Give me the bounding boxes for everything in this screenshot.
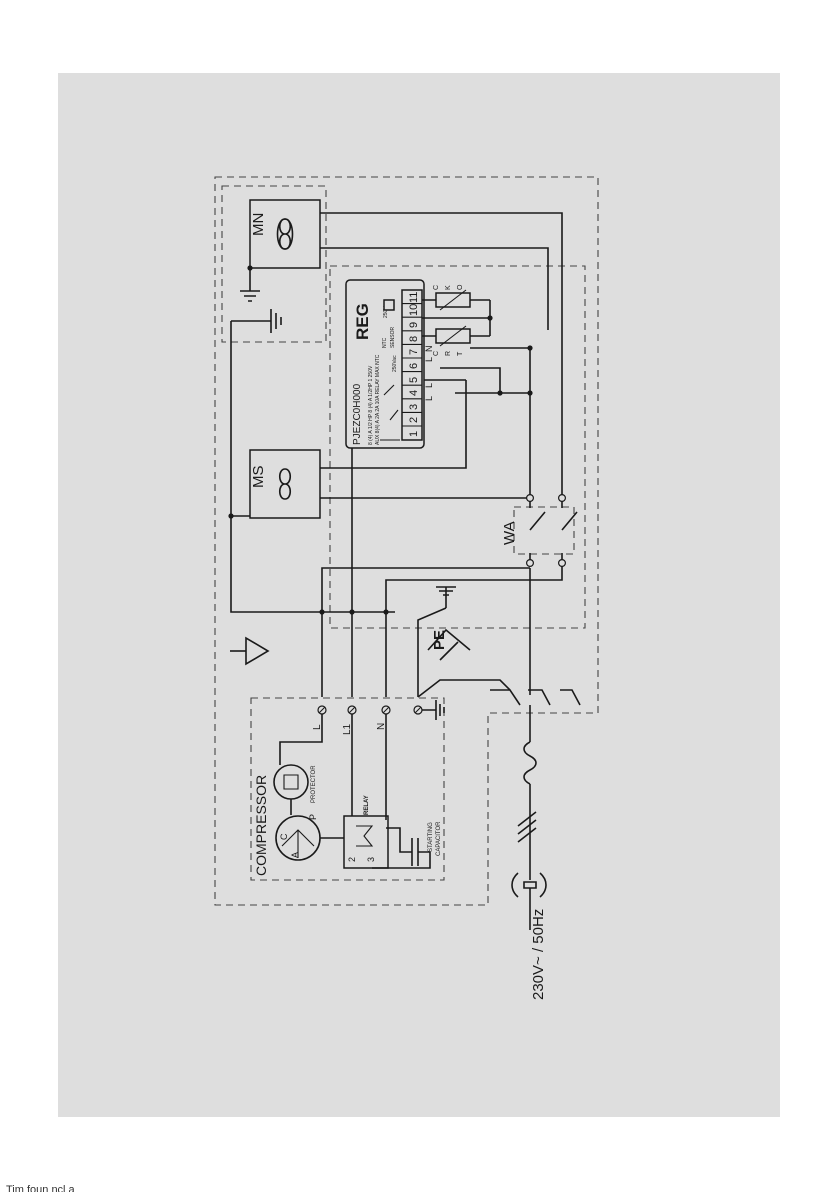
controller-rating-6: 250Vac — [392, 355, 398, 372]
controller-box: 11 10 9 8 7 6 5 4 3 2 1 REG PJEZC0H000 8… — [346, 280, 424, 448]
terminal-2: 2 — [408, 417, 420, 423]
starting-capacitor-label-2: CAPACITOR — [436, 821, 442, 856]
footer-clip: Tim foun ncl a — [0, 1180, 840, 1192]
mn-label: MN — [250, 213, 267, 236]
equipotential-icon — [230, 638, 268, 664]
ctrl-bottom-l-3: L — [424, 357, 434, 362]
motor-a-label: A — [290, 852, 300, 858]
sensor-bottom-t: T — [457, 351, 464, 356]
sensor-bottom-c: C — [433, 351, 440, 356]
relay-3-label: 3 — [366, 857, 376, 862]
compressor-internals — [274, 714, 430, 868]
protector-label: PROTECTOR — [311, 765, 317, 803]
controller-model: PJEZC0H000 — [352, 383, 363, 445]
terminal-10: 10 — [408, 304, 420, 316]
footer-text: Tim foun ncl a — [6, 1184, 75, 1192]
wa-label: WA — [501, 521, 518, 545]
terminal-9: 9 — [408, 322, 420, 328]
terminal-5: 5 — [408, 377, 420, 383]
terminal-1: 1 — [408, 431, 420, 437]
terminal-3: 3 — [408, 404, 420, 410]
terminal-7: 7 — [408, 349, 420, 355]
sensor-top-k: K — [445, 285, 452, 290]
sensor-top-o: O — [457, 284, 464, 290]
fan-ms: MS — [250, 450, 320, 518]
pe-label: PE — [431, 630, 448, 650]
controller-brand: REG — [353, 303, 372, 340]
supply-label: 230V~ / 50Hz — [530, 909, 547, 1000]
ground-top — [231, 309, 281, 333]
relay-2-label: 2 — [347, 857, 357, 862]
controller-rating-4: NTC — [382, 337, 388, 348]
controller-rating-1: 8 (4) A 1/2 HP 8 (4) A 1/2HP 1 250V — [368, 365, 374, 445]
controller-rating-2: AUX 8(4) A 2A 2A 10A RELAY MAX NTC — [375, 354, 381, 445]
terminal-strip: 11 10 9 8 7 6 5 4 3 2 1 — [402, 290, 422, 440]
ms-label: MS — [250, 466, 267, 489]
ground-mn — [240, 268, 260, 301]
starting-capacitor-label-1: STARTING — [428, 822, 434, 852]
motor-c-label: C — [279, 833, 289, 840]
ground-pe — [436, 587, 456, 608]
protector-icon — [274, 765, 308, 799]
terminal-11: 11 — [408, 292, 420, 303]
relay-label: RELAY — [364, 795, 370, 815]
sensor-top-c: C — [433, 285, 440, 290]
terminal-8: 8 — [408, 336, 420, 342]
terminal-6: 6 — [408, 363, 420, 369]
compressor-label: COMPRESSOR — [253, 775, 269, 876]
terminal-4: 4 — [408, 390, 420, 396]
motor-p-label: P — [308, 814, 318, 820]
controller-rating-5: SENSOR — [390, 326, 396, 348]
ctrl-bottom-l-1: L — [424, 396, 434, 401]
compressor-terminals — [318, 706, 422, 714]
sensors: C K O C R T — [422, 284, 490, 356]
ctrl-bottom-l-2: L — [424, 383, 434, 388]
fan-mn: MN — [250, 200, 320, 268]
sensor-bottom-r: R — [445, 351, 452, 356]
wa-terminals — [527, 495, 566, 567]
